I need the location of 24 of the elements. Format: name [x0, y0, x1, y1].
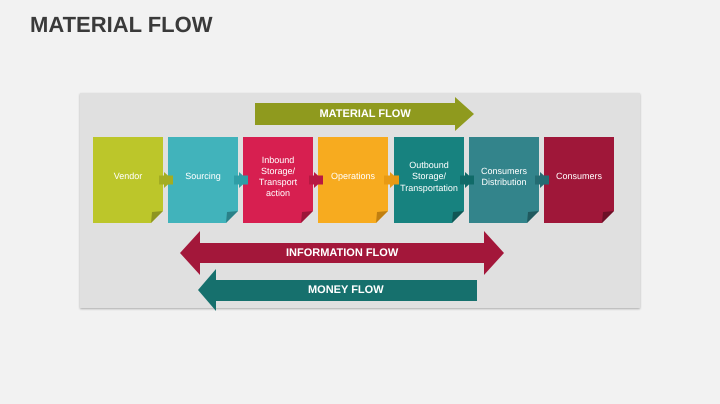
chevron-arrow	[234, 172, 248, 188]
chevron-arrow	[460, 172, 474, 188]
process-box	[544, 137, 614, 223]
process-box	[243, 137, 313, 223]
arrow-label: MATERIAL FLOW	[320, 108, 411, 120]
box-label: Inbound Storage/ Transport action	[258, 154, 298, 200]
chevron-arrow	[159, 172, 173, 188]
chevron-arrow	[384, 172, 399, 188]
process-box	[318, 137, 388, 223]
chevron-arrow	[309, 172, 323, 188]
process-box	[469, 137, 539, 223]
arrow-label: INFORMATION FLOW	[286, 247, 398, 259]
box-label: Consumers	[556, 171, 602, 183]
box-label: Operations	[330, 171, 376, 183]
box-label: Consumers Distribution	[480, 166, 528, 188]
page-title: MATERIAL FLOW	[30, 12, 212, 38]
arrow-label: MONEY FLOW	[308, 284, 384, 296]
chevron-arrow	[535, 172, 549, 188]
box-label: Sourcing	[185, 171, 221, 183]
process-box	[93, 137, 163, 223]
box-label: Outbound Storage/ Transportation	[399, 160, 459, 194]
process-box	[394, 137, 464, 223]
box-label: Vendor	[114, 171, 142, 183]
process-box	[168, 137, 238, 223]
